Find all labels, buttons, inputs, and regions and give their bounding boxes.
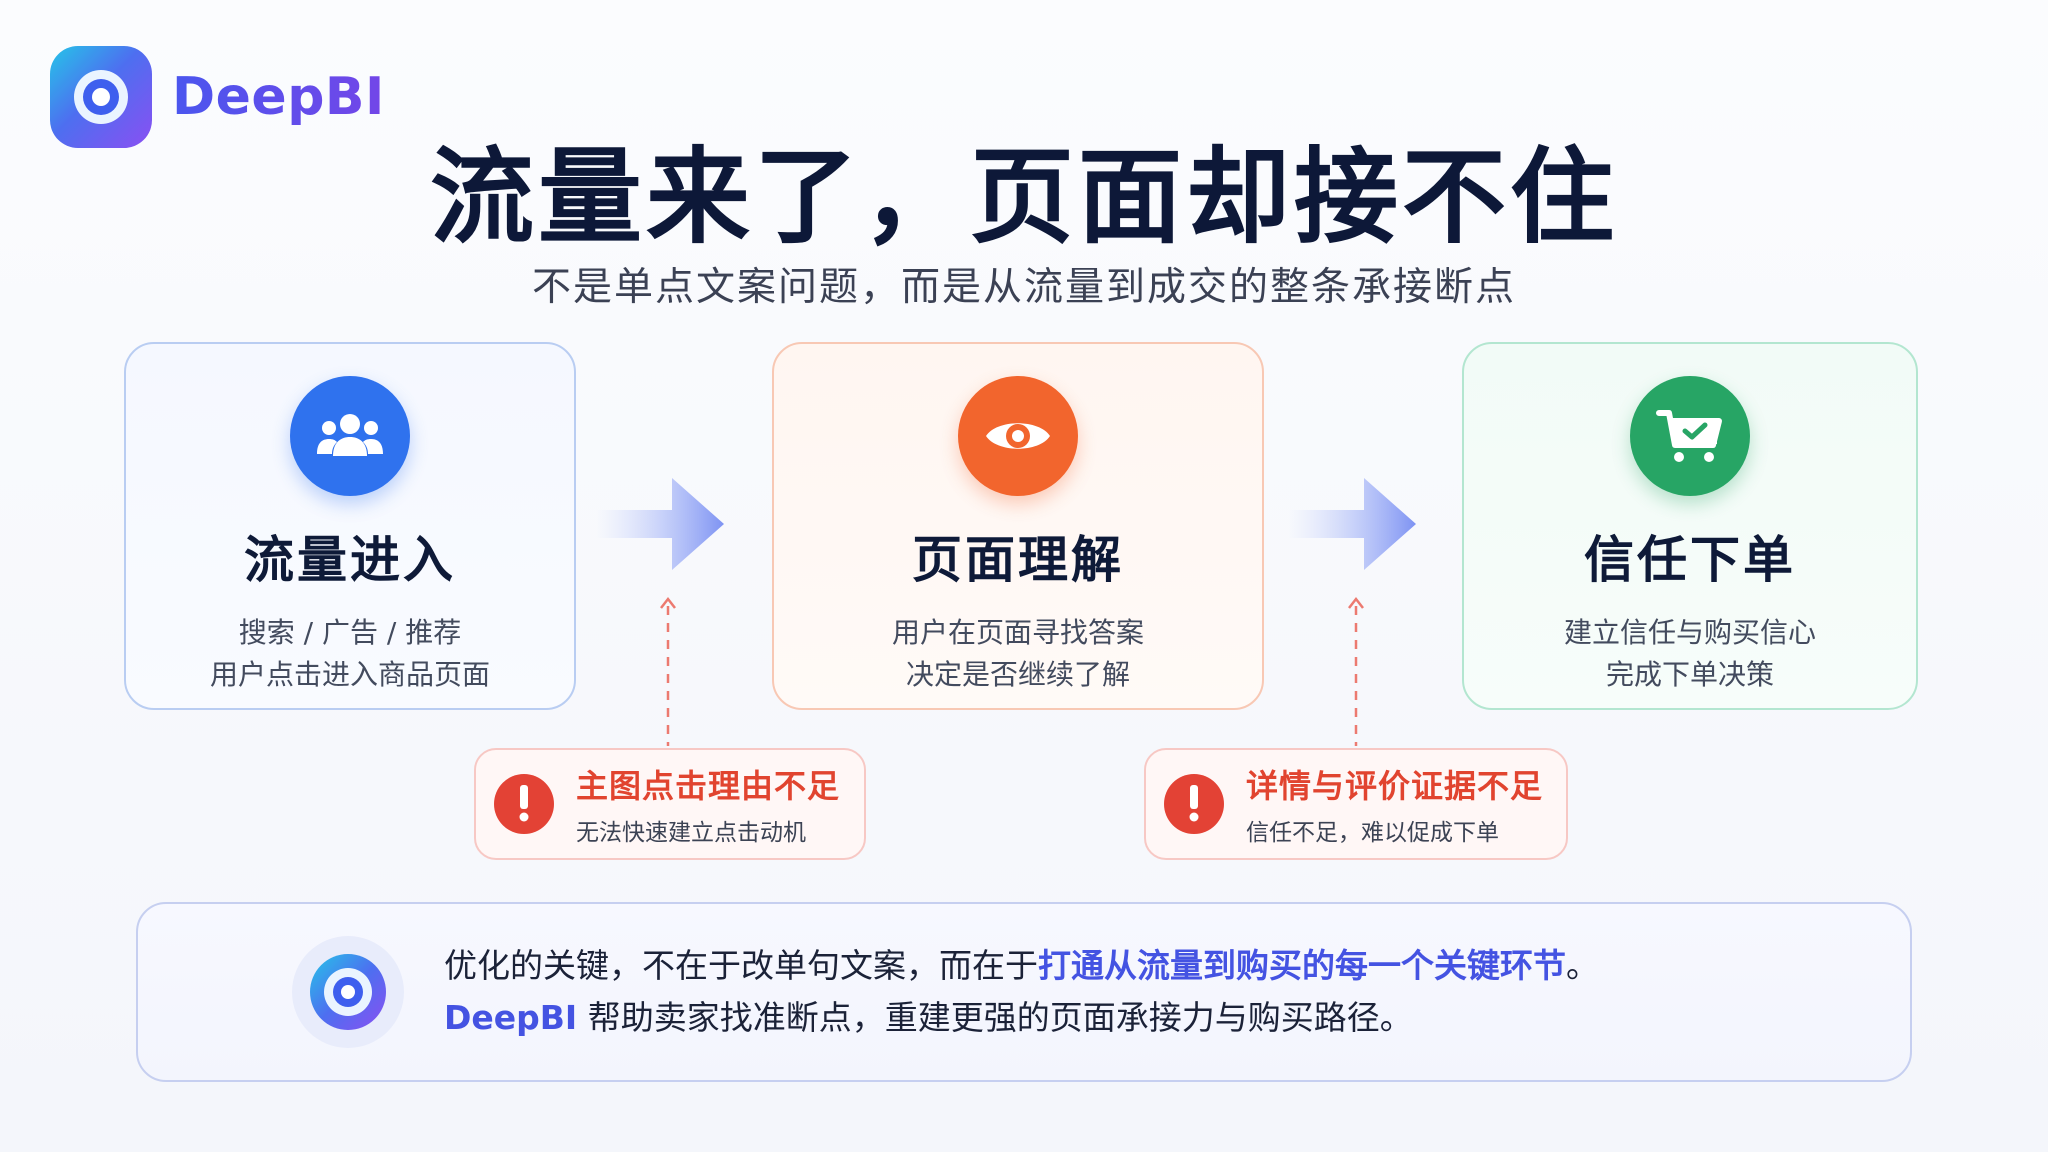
- summary-text: 优化的关键，不在于改单句文案，而在于打通从流量到购买的每一个关键环节。 Deep…: [444, 940, 1599, 1044]
- stage-title: 页面理解: [912, 531, 1124, 589]
- stage-desc-line: 决定是否继续了解: [905, 658, 1130, 691]
- stage-description: 用户在页面寻找答案 决定是否继续了解: [892, 612, 1144, 696]
- summary-line-1: 优化的关键，不在于改单句文案，而在于打通从流量到购买的每一个关键环节。: [444, 940, 1599, 992]
- summary-highlight: 打通从流量到购买的每一个关键环节: [1038, 946, 1566, 985]
- problem-description: 无法快速建立点击动机: [576, 820, 806, 846]
- stage-card-traffic: 流量进入 搜索 / 广告 / 推荐 用户点击进入商品页面: [124, 342, 576, 710]
- flow-arrow-2: [1288, 478, 1416, 570]
- problem-description: 信任不足，难以促成下单: [1246, 820, 1499, 846]
- problem-title: 主图点击理由不足: [576, 767, 841, 805]
- summary-brand: DeepBI: [444, 998, 578, 1037]
- stage-desc-line: 用户在页面寻找答案: [891, 616, 1144, 649]
- page-title: 流量来了，页面却接不住: [429, 136, 1618, 258]
- deepbi-logo-icon: [50, 46, 152, 148]
- stage-desc-line: 用户点击进入商品页面: [209, 658, 490, 691]
- brand-name: DeepBI: [172, 67, 385, 127]
- stage-desc-line: 完成下单决策: [1605, 658, 1774, 691]
- stage-card-page: 页面理解 用户在页面寻找答案 决定是否继续了解: [772, 342, 1264, 710]
- page-subtitle: 不是单点文案问题，而是从流量到成交的整条承接断点: [531, 265, 1516, 310]
- stage-title: 信任下单: [1584, 531, 1796, 589]
- stage-desc-line: 建立信任与购买信心: [1563, 616, 1816, 649]
- dashed-connector-1: [660, 596, 676, 746]
- summary-box: 优化的关键，不在于改单句文案，而在于打通从流量到购买的每一个关键环节。 Deep…: [136, 902, 1912, 1082]
- problem-title: 详情与评价证据不足: [1246, 767, 1544, 805]
- summary-text-part: 优化的关键，不在于改单句文案，而在于: [444, 946, 1038, 985]
- problem-callout-details: 详情与评价证据不足 信任不足，难以促成下单: [1144, 748, 1568, 860]
- alert-icon: [1164, 774, 1224, 834]
- eye-icon: [958, 376, 1078, 496]
- stage-title: 流量进入: [244, 531, 456, 589]
- flow-arrow-1: [596, 478, 724, 570]
- users-icon: [290, 376, 410, 496]
- dashed-connector-2: [1348, 596, 1364, 746]
- stage-desc-line: 搜索 / 广告 / 推荐: [238, 616, 462, 649]
- summary-line-2: DeepBI 帮助卖家找准断点，重建更强的页面承接力与购买路径。: [444, 992, 1599, 1044]
- summary-text-part: 。: [1566, 946, 1599, 985]
- deepbi-logo-icon: [292, 936, 404, 1048]
- brand-logo: DeepBI: [50, 46, 385, 148]
- stage-card-order: 信任下单 建立信任与购买信心 完成下单决策: [1462, 342, 1918, 710]
- cart-check-icon: [1630, 376, 1750, 496]
- stage-description: 搜索 / 广告 / 推荐 用户点击进入商品页面: [210, 612, 490, 696]
- summary-text-part: 帮助卖家找准断点，重建更强的页面承接力与购买路径。: [577, 998, 1413, 1037]
- alert-icon: [494, 774, 554, 834]
- stage-description: 建立信任与购买信心 完成下单决策: [1564, 612, 1816, 696]
- problem-callout-main-image: 主图点击理由不足 无法快速建立点击动机: [474, 748, 866, 860]
